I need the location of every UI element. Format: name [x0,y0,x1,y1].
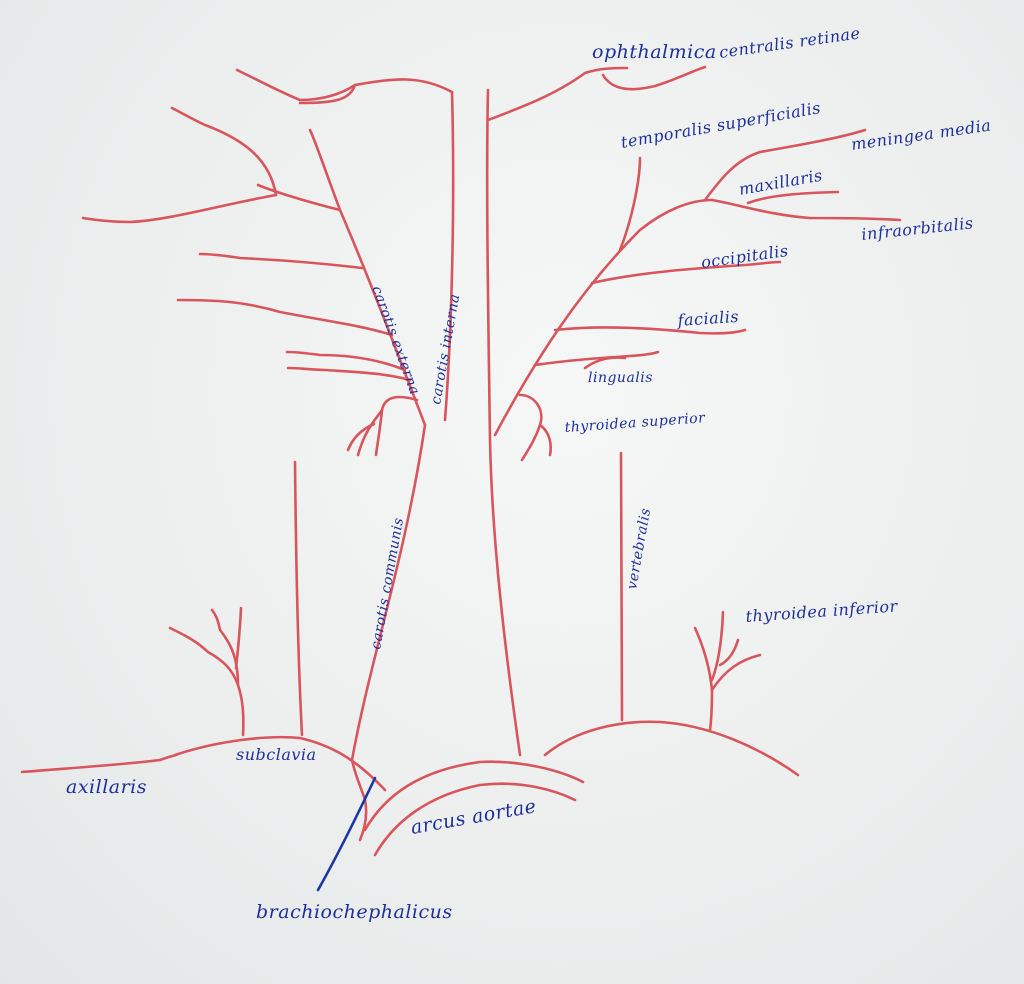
carotis-communis-vessel [350,423,427,762]
thyroidea-superior-vessel-2 [538,423,552,457]
ext-branch-3 [176,298,394,337]
maxillaris-vessel [703,128,867,202]
right-thyroidea-inferior-4 [718,638,740,667]
top-left-loop-2 [298,83,357,105]
label-temporalis-superficialis: temporalis superficialis [619,98,822,152]
arteries [20,65,902,857]
right-vertebralis [619,451,624,722]
label-meningea-media: meningea media [850,115,993,153]
label-lingualis: lingualis [588,370,653,386]
infraorbitalis-vessel [710,198,902,222]
right-subclavia-arch [543,720,800,777]
label-carotis-interna: carotis interna [428,293,463,406]
left-vertebralis [293,460,304,737]
left-thyroidea-inferior [168,626,245,737]
label-axillaris: axillaris [66,776,147,798]
maxillaris-branch [746,190,840,205]
ext-branch-1 [256,183,342,212]
left-thyroidea-inferior-3 [234,606,243,670]
aortic-arch-inner [373,782,577,857]
top-left-loop [235,68,454,102]
trunk-right-wall [485,88,522,757]
ext-branch-top [170,106,278,197]
brachiocephalicus-pointer [316,776,377,892]
label-thyroidea-superior: thyroidea superior [564,410,707,436]
label-subclavia: subclavia [236,745,317,764]
label-thyroidea-inferior: thyroidea inferior [745,596,899,626]
ext-branch-small-3 [346,422,376,452]
ext-branch-small-2 [374,408,384,457]
right-thyroidea-inferior [693,626,714,732]
occipitalis-vessel [590,260,782,285]
right-thyroidea-inferior-2 [710,610,725,682]
right-ext-trunk [493,198,714,437]
label-vertebralis: vertebralis [624,507,654,591]
label-carotis-externa: carotis externa [368,284,422,397]
ext-branch-long [81,193,278,224]
facialis-vessel [553,326,747,335]
lingualis-vessel [533,350,660,367]
ext-branch-2 [198,252,364,270]
carotis-interna-vessel [443,90,455,422]
subclavia-arch-left [173,735,387,792]
label-occipitalis: occipitalis [700,241,790,272]
thyroidea-superior-vessel [518,393,543,462]
carotis-externa-vessel [308,128,427,427]
label-brachiocephalicus: brachiochephalicus [256,901,453,923]
label-centralis-retinae: centralis retinae [718,23,862,62]
label-ophthalmica: ophthalmica [592,41,717,63]
axillaris-vessel [20,753,178,774]
labels: ophthalmica centralis retinae temporalis… [66,23,992,923]
ext-branch-4 [285,350,407,372]
right-thyroidea-inferior-3 [710,653,762,692]
ophthalmica-vessel [486,66,629,122]
label-carotis-communis: carotis communis [368,516,407,650]
centralis-retinae-vessel [601,65,707,91]
ext-branch-5 [286,366,412,382]
temporalis-vessel [618,156,642,252]
ext-branch-small [356,395,419,457]
lingualis-vessel-2 [583,356,627,370]
label-facialis: facialis [676,307,740,330]
aortic-arch-outer [363,760,585,832]
